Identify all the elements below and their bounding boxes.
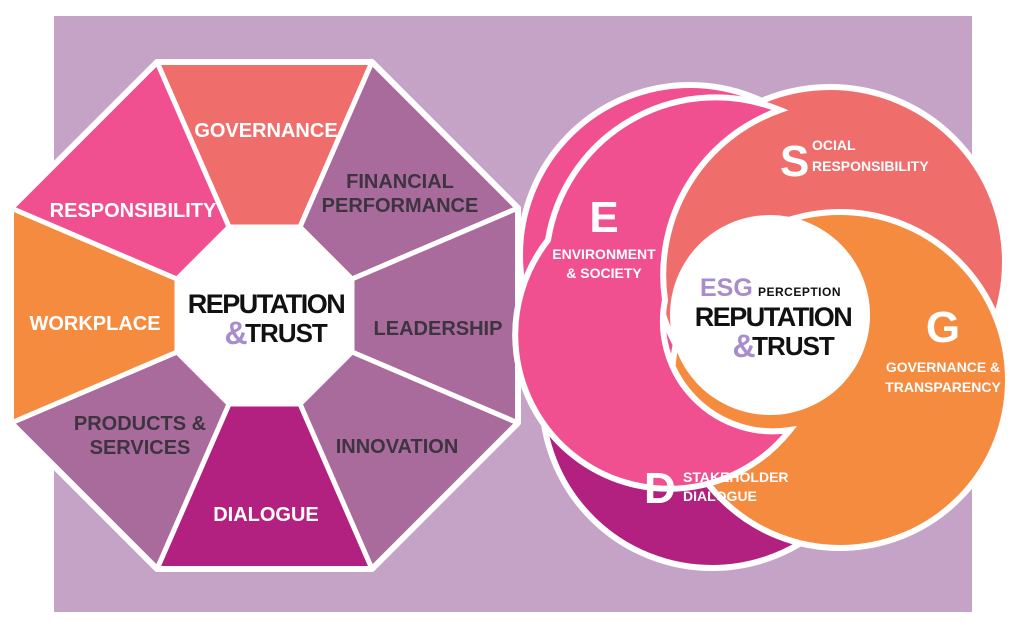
- octagon-label-leadership: LEADERSHIP: [374, 318, 503, 340]
- octagon-label-products-1: PRODUCTS &: [74, 413, 206, 435]
- octagon-label-workplace: WORKPLACE: [29, 313, 160, 335]
- s-line-2: RESPONSIBILITY: [812, 158, 929, 174]
- e-line-2: & SOCIETY: [566, 265, 642, 281]
- octagon-label-dialogue: DIALOGUE: [213, 504, 319, 526]
- g-line-1: GOVERNANCE &: [886, 359, 1000, 375]
- d-line-2: DIALOGUE: [683, 488, 757, 504]
- esg-word: ESG: [700, 274, 753, 302]
- esg-brand-trust: TRUST: [752, 331, 835, 361]
- d-line-1: STAKEHOLDER: [683, 469, 789, 485]
- esg-brand-reputation: REPUTATION: [695, 302, 852, 332]
- letter-g: G: [926, 303, 960, 352]
- octagon-segments: [8, 59, 521, 572]
- brand-line-reputation: REPUTATION: [188, 289, 345, 319]
- octagon-label-governance: GOVERNANCE: [194, 120, 337, 142]
- octagon-label-financial-2: PERFORMANCE: [322, 195, 479, 217]
- octagon-label-innovation: INNOVATION: [336, 436, 459, 458]
- octagon-label-responsibility: RESPONSIBILITY: [50, 200, 217, 222]
- letter-d: D: [644, 464, 676, 513]
- environment-swirl: [512, 94, 798, 492]
- octagon-label-financial-1: FINANCIAL: [346, 171, 454, 193]
- esg-diagram: ESG PERCEPTION REPUTATION & TRUST E ENVI…: [512, 82, 1011, 571]
- brand-amp: &: [224, 315, 247, 351]
- e-line-1: ENVIRONMENT: [552, 246, 656, 262]
- perception-word: PERCEPTION: [758, 285, 841, 299]
- octagon-outline: [8, 59, 521, 572]
- s-line-1: OCIAL: [812, 137, 856, 153]
- g-line-2: TRANSPARENCY: [885, 379, 1001, 395]
- esg-brand-amp: &: [732, 328, 755, 364]
- esg-center: [670, 215, 870, 415]
- esg-center-brand: ESG PERCEPTION REPUTATION & TRUST: [695, 274, 853, 364]
- brand-line-trust: TRUST: [245, 318, 328, 348]
- octagon-center: [177, 227, 352, 404]
- letter-s: S: [780, 137, 809, 186]
- center-brand-logo: REPUTATION & TRUST: [188, 289, 346, 351]
- octagon-label-products-2: SERVICES: [90, 437, 191, 459]
- letter-e: E: [589, 193, 618, 242]
